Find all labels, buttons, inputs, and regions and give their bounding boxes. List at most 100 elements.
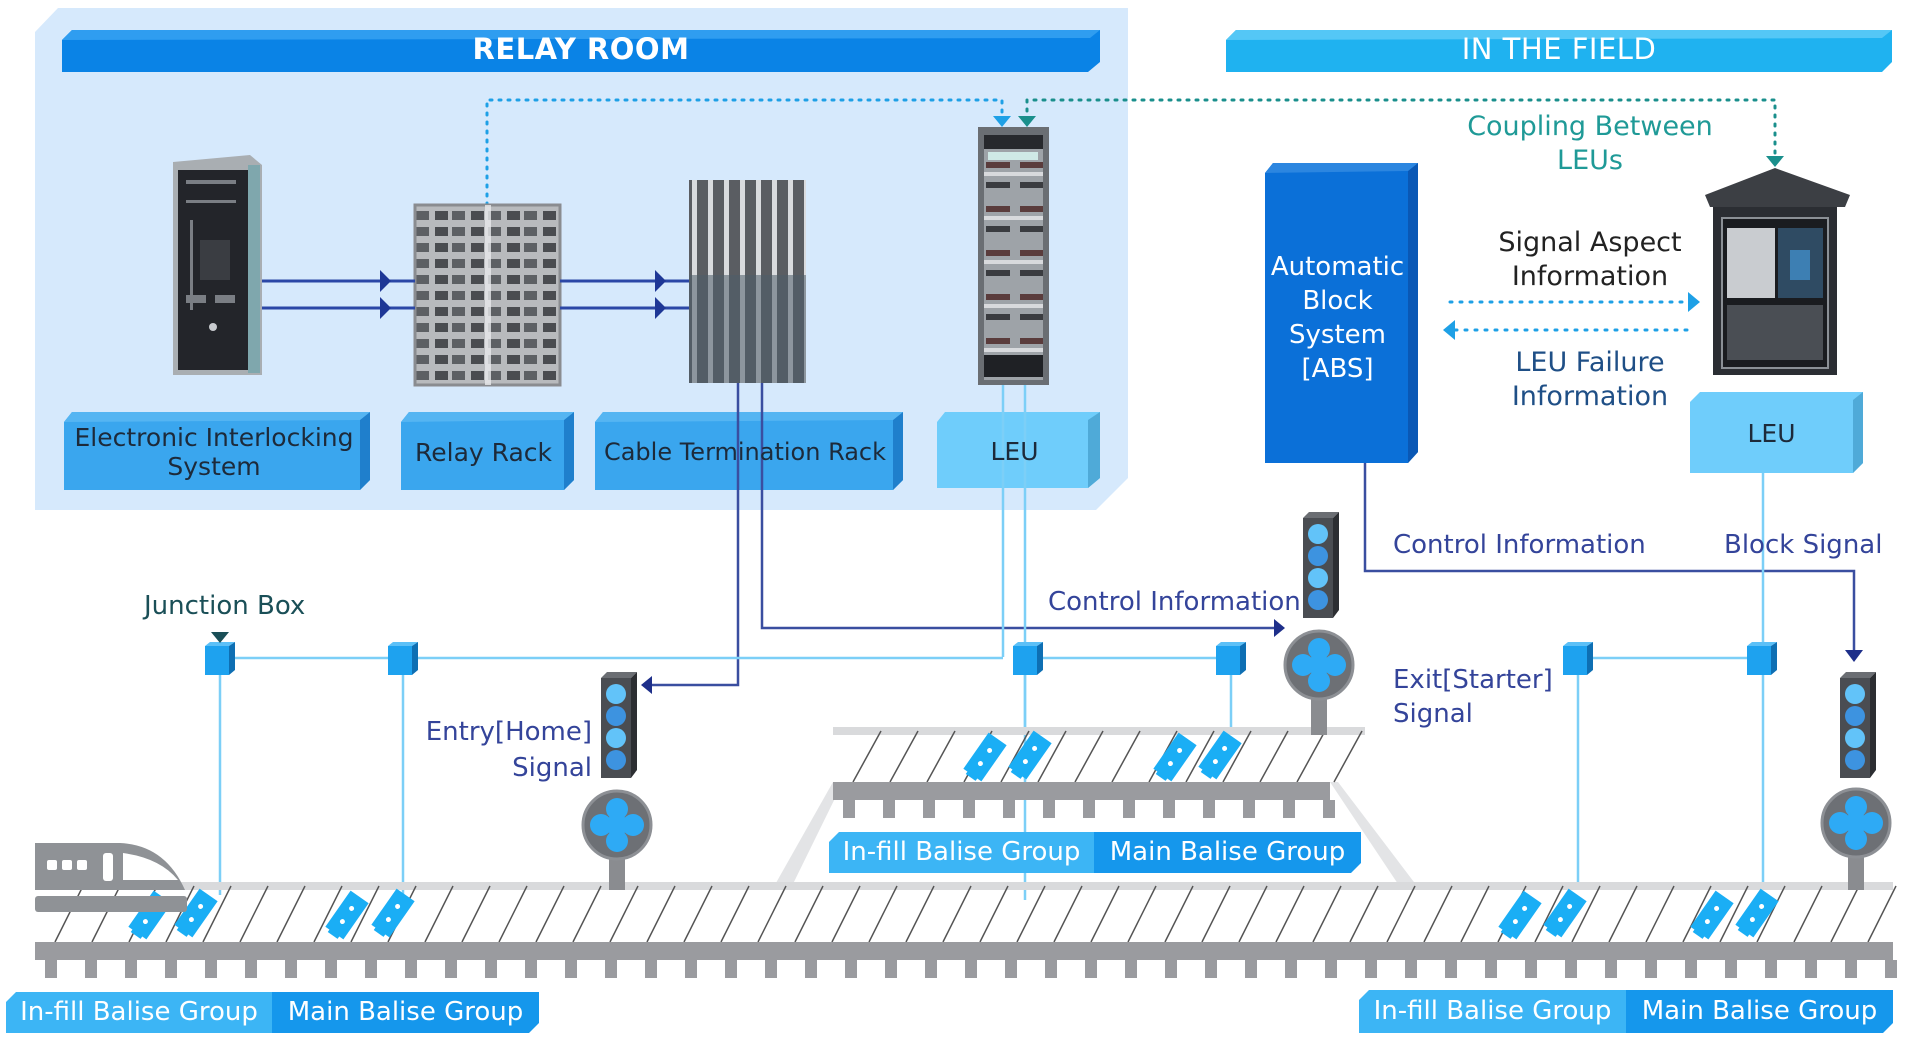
- balise-icon: [1008, 730, 1052, 780]
- rail-tie: [605, 960, 617, 978]
- rail-tie: [445, 960, 457, 978]
- rail-tie: [1083, 800, 1095, 818]
- rail: [833, 782, 1330, 800]
- abs-label: Automatic Block System [ABS]: [1265, 250, 1410, 386]
- junction-box-icon: [1563, 642, 1593, 675]
- sleeper: [1238, 885, 1268, 943]
- arrow-right-icon: [1274, 619, 1285, 637]
- rail-tie: [85, 960, 97, 978]
- main-track: [35, 882, 1897, 978]
- control-lines: [652, 383, 1856, 687]
- sleeper: [202, 885, 232, 943]
- sleeper: [1719, 885, 1749, 943]
- rail-tie: [805, 960, 817, 978]
- junction-box-icon: [1013, 642, 1043, 675]
- sleeper: [757, 885, 787, 943]
- signal-lamp: [1308, 590, 1328, 610]
- sleeper: [1296, 730, 1326, 783]
- rail-tie: [883, 800, 895, 818]
- sleeper: [1333, 730, 1363, 783]
- rail-tie: [765, 960, 777, 978]
- sleeper: [942, 885, 972, 943]
- rail-tie: [1045, 960, 1057, 978]
- signal-lamp: [1308, 546, 1328, 566]
- sleeper: [1275, 885, 1305, 943]
- rail-tie: [1725, 960, 1737, 978]
- rail-tie: [205, 960, 217, 978]
- rail-tie: [285, 960, 297, 978]
- exit-starter-signal-icon: [1283, 512, 1355, 735]
- sleeper: [91, 885, 121, 943]
- sleeper: [1830, 885, 1860, 943]
- balise-icon: [963, 732, 1007, 782]
- rail-tie: [1565, 960, 1577, 978]
- siding-track: [833, 727, 1365, 818]
- relay-rack-label: Relay Rack: [415, 437, 552, 467]
- signal-head-lamp: [1308, 638, 1330, 660]
- coupling-line-relay: [485, 98, 1004, 207]
- sleeper: [1053, 885, 1083, 943]
- junction-box-pointer-icon: [211, 632, 229, 643]
- sleeper: [535, 885, 565, 943]
- abs-box: [1265, 163, 1418, 463]
- arrow-down-blue-icon: [993, 116, 1011, 127]
- sleeper: [852, 730, 882, 783]
- balise-icon: [174, 888, 218, 938]
- signal-lamp: [1845, 728, 1865, 748]
- rail-tie: [1325, 960, 1337, 978]
- signal-lamp: [606, 706, 626, 726]
- leu-relay-label: LEU: [990, 436, 1039, 466]
- rail-tie: [1005, 960, 1017, 978]
- relay-room-banner: [62, 30, 1100, 72]
- sleeper: [1222, 730, 1252, 783]
- abs-line1: Automatic: [1270, 252, 1405, 282]
- sleeper: [424, 885, 454, 943]
- signal-lamp: [1845, 750, 1865, 770]
- eis-label-line2: System: [167, 452, 261, 481]
- sleeper: [350, 885, 380, 943]
- cable-termination-rack-image: [689, 180, 806, 383]
- rail-tie: [923, 800, 935, 818]
- arrow-right-icon: [380, 270, 391, 292]
- arrow-right-icon: [380, 297, 391, 319]
- entry-signal-line1: Entry[Home]: [425, 717, 592, 747]
- sleeper: [276, 885, 306, 943]
- relay-room-title: RELAY ROOM: [472, 32, 690, 66]
- sleeper: [1756, 885, 1786, 943]
- rail-tie: [1605, 960, 1617, 978]
- signal-lamp: [606, 728, 626, 748]
- rail-tie: [965, 960, 977, 978]
- main-balise-label-right: Main Balise Group: [1626, 990, 1893, 1033]
- rail-tie: [1845, 960, 1857, 978]
- siding-ramp-left: [772, 782, 843, 890]
- rail-tie: [1765, 960, 1777, 978]
- rail-tie: [725, 960, 737, 978]
- rail-tie: [1285, 960, 1297, 978]
- rail-tie: [365, 960, 377, 978]
- sleeper: [889, 730, 919, 783]
- sleeper: [1074, 730, 1104, 783]
- abs-line3: System: [1289, 320, 1386, 350]
- signal-head-lamp: [1845, 812, 1867, 834]
- signal-head-lamp: [622, 814, 644, 836]
- rail-tie: [165, 960, 177, 978]
- signal-head-lamp: [1324, 654, 1346, 676]
- coupling-line-field: [1025, 98, 1777, 157]
- rail-tie: [1203, 800, 1215, 818]
- rail-tie: [1365, 960, 1377, 978]
- sleeper: [1423, 885, 1453, 943]
- rail-tie: [1885, 960, 1897, 978]
- abs-line4: [ABS]: [1301, 354, 1374, 384]
- signal-lamp: [1308, 568, 1328, 588]
- sleeper: [1682, 885, 1712, 943]
- rail-tie: [685, 960, 697, 978]
- rail-tie: [885, 960, 897, 978]
- arrow-right-icon: [1688, 292, 1700, 312]
- relay-room-area: [35, 8, 1128, 510]
- signal-head-lamp: [590, 814, 612, 836]
- signal-head-lamp: [1861, 812, 1883, 834]
- leu-failure-info-label: LEU Failure Information: [1450, 346, 1730, 414]
- sleeper: [572, 885, 602, 943]
- arrow-down-icon: [1845, 650, 1863, 662]
- sleeper: [926, 730, 956, 783]
